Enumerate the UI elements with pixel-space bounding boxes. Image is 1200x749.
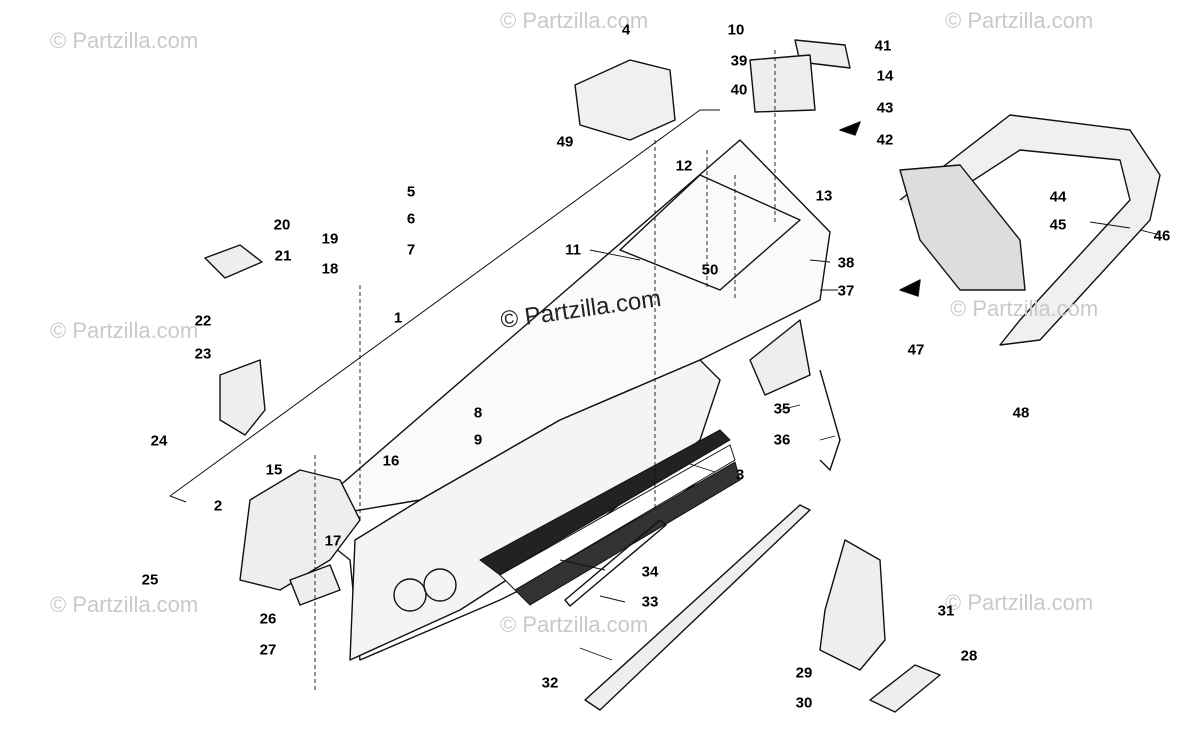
cover-plate [204, 244, 263, 279]
running-board [584, 504, 811, 711]
callout-9[interactable]: 9 [473, 431, 483, 449]
watermark: © Partzilla.com [945, 8, 1094, 33]
callout-19[interactable]: 19 [321, 230, 339, 248]
callout-11[interactable]: 11 [565, 241, 581, 259]
callout-7[interactable]: 7 [406, 241, 416, 259]
callout-4[interactable]: 4 [621, 21, 631, 39]
watermark: © Partzilla.com [50, 592, 199, 617]
callout-21[interactable]: 21 [274, 247, 292, 265]
callout-36[interactable]: 36 [773, 431, 791, 449]
tie-strap [819, 369, 841, 471]
direction-arrow [899, 279, 921, 297]
watermark: © Partzilla.com [500, 8, 649, 33]
side-plate [749, 319, 811, 396]
callout-14[interactable]: 14 [876, 67, 894, 85]
watermark: © Partzilla.com [945, 590, 1094, 615]
callout-48[interactable]: 48 [1012, 404, 1030, 422]
tunnel-hole [423, 568, 457, 602]
callout-50[interactable]: 50 [701, 261, 719, 279]
callout-31[interactable]: 31 [937, 602, 955, 620]
callout-49[interactable]: 49 [556, 133, 574, 151]
rail [564, 519, 667, 607]
side-bracket [219, 359, 266, 436]
callout-44[interactable]: 44 [1049, 188, 1067, 206]
callout-12[interactable]: 12 [675, 157, 693, 175]
callout-23[interactable]: 23 [194, 345, 212, 363]
direction-arrow [839, 121, 861, 136]
callout-38[interactable]: 38 [837, 254, 855, 272]
callout-22[interactable]: 22 [194, 312, 212, 330]
watermark: © Partzilla.com [50, 318, 199, 343]
callout-5[interactable]: 5 [406, 183, 416, 201]
assembly-bracket-line-lower [169, 495, 187, 503]
tunnel-hole [393, 578, 427, 612]
callout-45[interactable]: 45 [1049, 216, 1067, 234]
callout-43[interactable]: 43 [876, 99, 894, 117]
watermark: © Partzilla.com [50, 28, 199, 53]
callout-33[interactable]: 33 [641, 593, 659, 611]
callout-28[interactable]: 28 [960, 647, 978, 665]
callout-17[interactable]: 17 [324, 532, 342, 550]
tail-bracket [749, 54, 816, 113]
callout-2[interactable]: 2 [213, 497, 223, 515]
callout-39[interactable]: 39 [730, 52, 748, 70]
callout-41[interactable]: 41 [874, 37, 892, 55]
callout-26[interactable]: 26 [259, 610, 277, 628]
callout-34[interactable]: 34 [641, 563, 659, 581]
callout-25[interactable]: 25 [141, 571, 159, 589]
callout-30[interactable]: 30 [795, 694, 813, 712]
callout-42[interactable]: 42 [876, 131, 894, 149]
snow-flap [899, 164, 1026, 291]
callout-46[interactable]: 46 [1153, 227, 1171, 245]
callout-20[interactable]: 20 [273, 216, 291, 234]
callout-8[interactable]: 8 [473, 404, 483, 422]
callout-1[interactable]: 1 [393, 309, 403, 327]
callout-15[interactable]: 15 [265, 461, 283, 479]
watermark: © Partzilla.com [500, 612, 649, 637]
seat-pad [574, 59, 676, 141]
callout-47[interactable]: 47 [907, 341, 925, 359]
callout-6[interactable]: 6 [406, 210, 416, 228]
callout-27[interactable]: 27 [259, 641, 277, 659]
assembly-bracket-line [169, 109, 720, 497]
callout-18[interactable]: 18 [321, 260, 339, 278]
callout-24[interactable]: 24 [150, 432, 168, 450]
toe-pad [869, 664, 941, 713]
watermark: © Partzilla.com [950, 296, 1099, 321]
toe-plate [819, 539, 886, 671]
front-bracket [239, 469, 361, 591]
callout-10[interactable]: 10 [727, 21, 745, 39]
callout-13[interactable]: 13 [815, 187, 833, 205]
callout-3[interactable]: 3 [735, 466, 745, 484]
callout-29[interactable]: 29 [795, 664, 813, 682]
callout-40[interactable]: 40 [730, 81, 748, 99]
heat-exchanger-fins [479, 429, 741, 606]
tunnel-window [619, 174, 801, 291]
callout-35[interactable]: 35 [773, 400, 791, 418]
callout-32[interactable]: 32 [541, 674, 559, 692]
callout-37[interactable]: 37 [837, 282, 855, 300]
callout-16[interactable]: 16 [382, 452, 400, 470]
